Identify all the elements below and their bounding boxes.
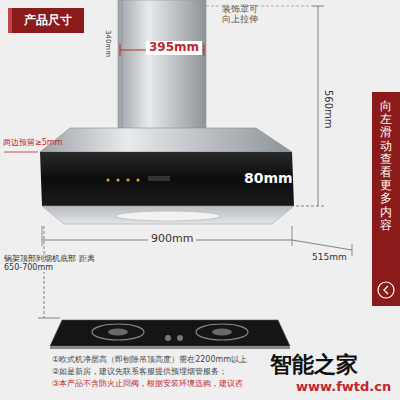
glass-panel [40, 152, 294, 206]
dimension-text: 锅架顶部到烟机底部 距离650-700mm [4, 254, 96, 272]
dimension-text: 395mm [146, 41, 202, 55]
node-text: 向左滑动查看更多内容 [380, 100, 392, 232]
dimension-text: 80mm [244, 170, 293, 186]
side-band [372, 268, 400, 306]
dimension-text: 900mm [148, 233, 196, 246]
dimension-text: 515mm [312, 252, 347, 262]
chimney [118, 0, 206, 130]
note-text: 装饰罩可 向上拉伸 [222, 4, 266, 25]
title-tab: 产品尺寸 [8, 8, 84, 33]
dimension-text: 340mm [104, 30, 112, 57]
side-band: 向左滑动查看更多内容 [372, 92, 400, 268]
dimension-line [292, 240, 352, 250]
watermark: www.fwtd.cn [296, 380, 391, 395]
note-text: ②如是新房，建议先联系客服提供预埋烟管服务； [52, 367, 227, 376]
hood-underside [42, 206, 294, 224]
node-text: 产品尺寸 [24, 13, 72, 27]
gas-stove [50, 320, 290, 346]
dimension-text: 560mm [323, 90, 335, 129]
dimension-line [318, 6, 319, 206]
dimension-text: 两边预留≥5mm [3, 138, 62, 147]
watermark: 智能之家 [270, 352, 358, 377]
note-text: ①欧式机净层高（即刨除吊顶高度）需在2200mm以上 [52, 355, 247, 364]
arrow-icon [378, 282, 394, 298]
hood-body [40, 128, 292, 152]
note-text: ③本产品不含防火止回阀，根据安装环境选购，建议咨 [52, 379, 243, 388]
